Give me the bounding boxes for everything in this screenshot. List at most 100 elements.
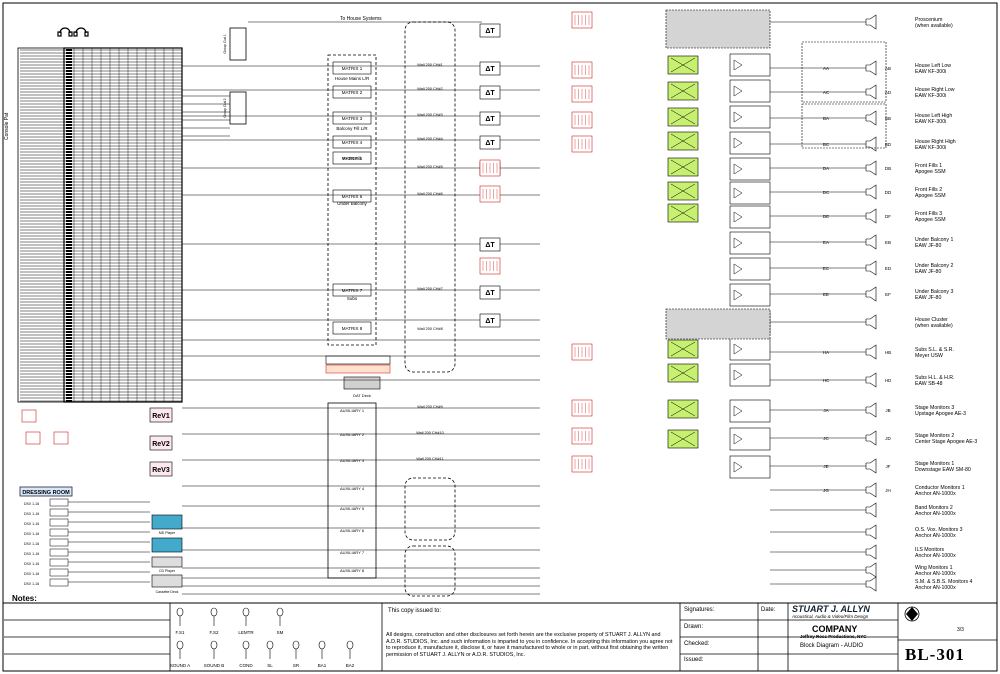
- console-strip-knob: [66, 109, 72, 111]
- amplifier-symbol: [733, 187, 743, 199]
- console-strip-knob: [66, 292, 72, 294]
- speaker-icon: [865, 524, 877, 540]
- delay-box: [479, 23, 501, 38]
- speaker-id: JB: [885, 408, 890, 413]
- output-label: House Cluster: [915, 317, 948, 323]
- console-strip-knob: [66, 280, 72, 282]
- checked-label: Checked:: [684, 641, 710, 647]
- amplifier-symbol: [733, 405, 743, 417]
- output-label: ILS Monitors: [915, 547, 945, 553]
- speaker-icon: [865, 502, 877, 518]
- matrix-box: [332, 189, 372, 203]
- amplifier-box: [729, 283, 771, 307]
- dressing-room-box: [49, 538, 69, 547]
- group-out-box-2: [229, 91, 247, 125]
- console-strip-knob: [66, 352, 72, 354]
- microphone-label: LEMTR: [238, 630, 254, 635]
- microphone-icon: [242, 640, 250, 650]
- console-strip-knob: [66, 385, 72, 387]
- speaker-icon: [865, 402, 877, 418]
- dressing-room-channel: DSX 1-16: [24, 552, 39, 556]
- dressing-room-channel: DSX 1-16: [24, 542, 39, 546]
- matrix-label: MATRIX 3: [342, 116, 363, 121]
- speaker-icon: [865, 110, 877, 126]
- matrix-label: MATRIX 7: [342, 288, 363, 293]
- microphone-icon: [292, 640, 300, 650]
- microphone-icon: [210, 640, 218, 650]
- console-strip-knob: [66, 262, 72, 264]
- output-label: Band Monitors 2: [915, 505, 953, 511]
- speaker-id: ED: [885, 266, 892, 271]
- dressing-room-box: [49, 548, 69, 557]
- notes-label: Notes:: [12, 594, 37, 603]
- dressing-room-box: [49, 518, 69, 527]
- company-name: COMPANY: [812, 624, 858, 634]
- amplifier-symbol: [733, 237, 743, 249]
- delay-box: [479, 135, 501, 150]
- console-strip-knob: [66, 355, 72, 357]
- console-strip-knob: [66, 376, 72, 378]
- amplifier-box: [729, 427, 771, 451]
- speaker-id: DE: [823, 214, 829, 219]
- dressing-room-channel: DSX 1-16: [24, 502, 39, 506]
- console-strip-knob: [66, 319, 72, 321]
- console-strip-knob: [66, 397, 72, 399]
- amplifier-box: [729, 399, 771, 423]
- auxiliary-label: AUXILIARY 5: [340, 506, 365, 511]
- dressing-room-box: [49, 498, 69, 507]
- amplifier-symbol: [733, 461, 743, 473]
- console-strip-knob: [66, 178, 72, 180]
- output-sublabel: Apogee SSM: [915, 193, 946, 199]
- microphone-label: SM: [277, 630, 284, 635]
- amplifier-symbol: [733, 433, 743, 445]
- amplifier-box: [729, 257, 771, 281]
- amplifier-box: [729, 131, 771, 155]
- dressing-room-box: [49, 528, 69, 537]
- cassette-label: Cassette Deck: [156, 590, 179, 594]
- delay-symbol: ΔT: [485, 318, 495, 325]
- wall-channel-label: Wall 200 CH#5: [417, 165, 442, 169]
- console-strip-knob: [66, 64, 72, 66]
- dat-deck: [343, 376, 381, 390]
- console-strip-knob: [66, 190, 72, 192]
- console-strip-knob: [66, 286, 72, 288]
- microphone-icon: [176, 607, 184, 617]
- console-strip-knob: [66, 373, 72, 375]
- wall-panel-frame-3: [404, 545, 456, 597]
- console-strip-knob: [66, 391, 72, 393]
- title-block-frame: [4, 603, 997, 671]
- amplifier-symbol: [733, 369, 743, 381]
- auxiliary-label: AUXILIARY 8: [340, 568, 365, 573]
- output-label: Front Fills 2: [915, 187, 942, 193]
- speaker-id: EF: [885, 292, 891, 297]
- speaker-id: BA: [823, 116, 829, 121]
- speaker-id: EC: [823, 266, 830, 271]
- console-strip-knob: [66, 214, 72, 216]
- console-strip-knob: [66, 307, 72, 309]
- processor-cross: [670, 159, 696, 175]
- microphone-label: SL: [267, 663, 273, 668]
- speaker-id: BC: [823, 142, 830, 147]
- headphones-icon: [57, 27, 89, 37]
- output-label: Front Fills 3: [915, 211, 942, 217]
- firm-name: STUART J. ALLYN: [792, 604, 870, 614]
- auxiliary-label: AUXILIARY 6: [340, 528, 365, 533]
- microphone-label: F.S1: [175, 630, 185, 635]
- console-strip-knob: [66, 61, 72, 63]
- console-strip-knob: [66, 175, 72, 177]
- output-label: House Right High: [915, 139, 956, 145]
- output-sublabel: Anchor AN-1000x: [915, 491, 956, 497]
- speaker-icon: [865, 234, 877, 250]
- speaker-id: JH: [885, 488, 891, 493]
- company-subtitle: Jeffrey Ross Productions, NYC: [800, 634, 867, 639]
- wall-channel-label: Wall 200 CH#6: [417, 192, 442, 196]
- amplifier-box: [729, 455, 771, 479]
- console-strip-knob: [66, 253, 72, 255]
- console-strip-knob: [66, 226, 72, 228]
- console-strip-knob: [66, 145, 72, 147]
- console-strip-knob: [66, 124, 72, 126]
- console-strip-knob: [66, 181, 72, 183]
- microphone-icon: [242, 607, 250, 617]
- console-strip-knob: [66, 400, 72, 402]
